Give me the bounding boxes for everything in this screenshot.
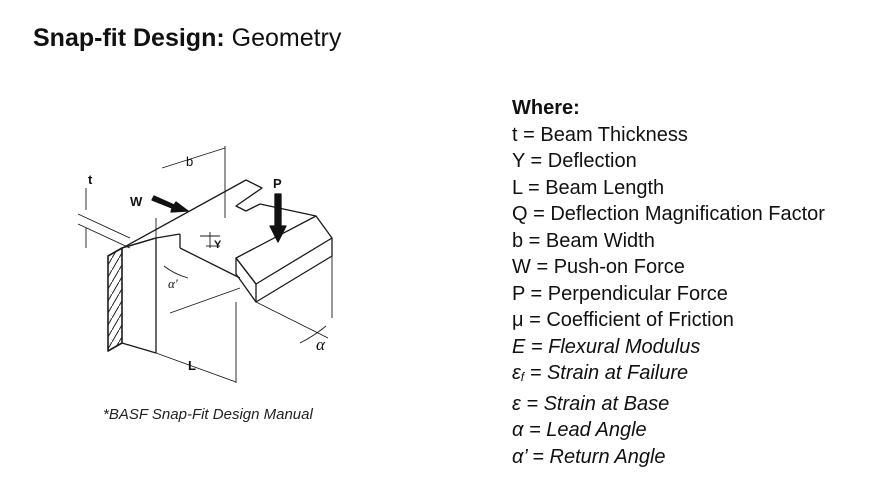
legend-description: Strain at Failure	[546, 362, 689, 384]
legend-symbol: t	[512, 123, 518, 146]
legend-symbol: α	[512, 419, 524, 441]
title-bold: Snap-fit Design:	[33, 24, 225, 52]
legend-description: Coefficient of Friction	[546, 309, 734, 331]
legend-symbol: W	[512, 256, 531, 278]
legend-items: t = Beam Thickness Y = Deflection L = Beam…	[512, 122, 825, 471]
legend-symbol: ε	[512, 392, 521, 415]
slide-title: Snap-fit Design: Geometry	[33, 22, 341, 54]
legend-heading: Where:	[512, 97, 580, 119]
legend-item: Q = Deflection Magnification Factor	[512, 203, 825, 225]
legend-symbol: ε	[512, 362, 521, 384]
legend-item: E = Flexural Modulus	[512, 335, 701, 358]
legend-item: W = Push-on Force	[512, 256, 685, 278]
legend-symbol-subscript: f	[520, 370, 525, 384]
legend-symbol: μ	[512, 309, 524, 331]
label-b: b	[186, 154, 193, 169]
legend-symbol: Y	[512, 150, 525, 172]
legend-item: Y = Deflection	[512, 150, 637, 172]
label-alpha-prime: α'	[168, 276, 178, 291]
legend-item: εf = Strain at Failure	[512, 362, 689, 384]
legend-symbol: b	[512, 229, 524, 252]
legend-description: Strain at Base	[543, 392, 670, 415]
label-w: W	[130, 194, 143, 209]
source-caption: *BASF Snap-Fit Design Manual	[103, 406, 313, 423]
dimension-lines	[77, 146, 333, 383]
label-p: P	[273, 176, 282, 191]
legend-description: Push-on Force	[553, 256, 685, 278]
legend-item: ε = Strain at Base	[512, 392, 670, 415]
legend-item: b = Beam Width	[512, 229, 655, 252]
title-rest: Geometry	[231, 24, 342, 52]
label-l: L	[188, 358, 196, 373]
legend-item: P = Perpendicular Force	[512, 282, 728, 305]
legend-description: Perpendicular Force	[547, 282, 728, 305]
legend-description: Lead Angle	[546, 419, 647, 441]
legend-description: Return Angle	[549, 445, 666, 468]
force-arrows	[151, 193, 287, 243]
legend-symbol: E	[512, 335, 526, 358]
legend-item: t = Beam Thickness	[512, 123, 688, 146]
legend-symbol: α’	[512, 445, 527, 468]
legend-description: Beam Length	[545, 176, 665, 199]
wall-base	[107, 237, 157, 352]
legend-item: μ = Coefficient of Friction	[512, 309, 734, 331]
legend-description: Deflection Magnification Factor	[550, 203, 825, 225]
label-t: t	[88, 172, 93, 187]
label-alpha: α	[316, 335, 326, 354]
legend-item: α = Lead Angle	[512, 419, 647, 441]
legend-symbol: Q	[512, 203, 528, 225]
hook	[235, 203, 333, 303]
beam	[107, 179, 263, 354]
legend-symbol: L	[512, 176, 523, 199]
label-y: Y	[214, 239, 222, 251]
legend-item: α’ = Return Angle	[512, 445, 666, 468]
legend-description: Beam Thickness	[540, 123, 688, 146]
legend-description: Flexural Modulus	[548, 335, 701, 358]
snap-fit-diagram: t b W P Y α' L α	[77, 146, 333, 383]
legend-symbol: P	[512, 282, 525, 305]
legend-item: L = Beam Length	[512, 176, 665, 199]
legend-description: Deflection	[547, 150, 637, 172]
legend-description: Beam Width	[545, 229, 655, 252]
